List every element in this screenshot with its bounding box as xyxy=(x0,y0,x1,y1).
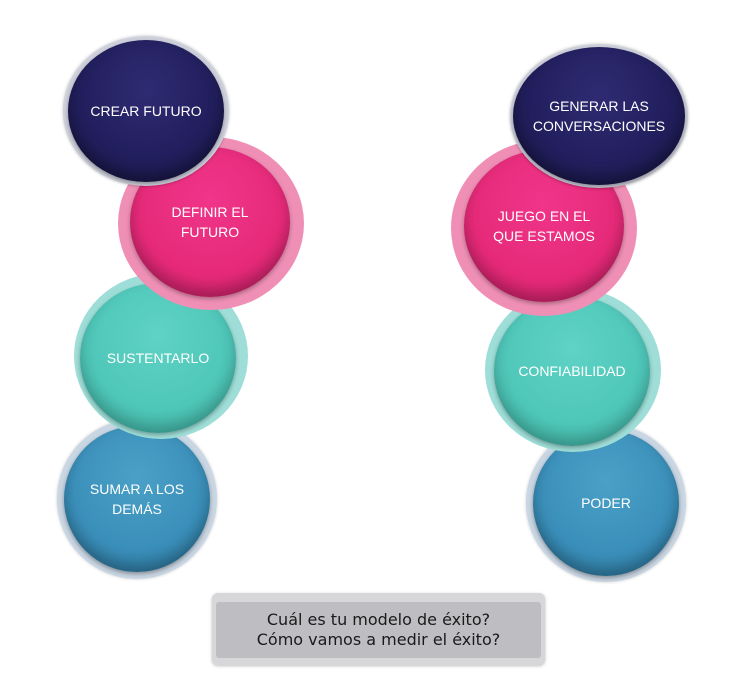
sustentarlo-label: SUSTENTARLO xyxy=(106,350,210,366)
question-measure: Cómo vamos a medir el éxito? xyxy=(256,630,501,649)
generar-label-line1: GENERAR LAS xyxy=(549,98,649,114)
definir-label-line1: DEFINIR EL xyxy=(171,204,249,220)
confiabilidad-label: CONFIABILIDAD xyxy=(518,363,626,379)
circle-core: SUMAR A LOS DEMÁS xyxy=(64,426,210,572)
question-model: Cuál es tu modelo de éxito? xyxy=(266,610,491,629)
questions-box: Cuál es tu modelo de éxito? Cómo vamos a… xyxy=(212,593,545,665)
questions-panel: Cuál es tu modelo de éxito? Cómo vamos a… xyxy=(216,602,541,658)
generar-label-line2: CONVERSACIONES xyxy=(532,118,666,134)
sumar-label-line1: SUMAR A LOS xyxy=(89,481,185,497)
circle-core: CONFIABILIDAD xyxy=(494,296,650,446)
poder-label: PODER xyxy=(581,495,631,511)
circle-core: CREAR FUTURO xyxy=(68,40,224,182)
circle-core: GENERAR LAS CONVERSACIONES xyxy=(513,47,685,185)
definir-label-line2: FUTURO xyxy=(180,224,240,240)
juego-label-line1: JUEGO EN EL xyxy=(497,208,591,224)
circle-core: PODER xyxy=(533,430,679,576)
sumar-label-line2: DEMÁS xyxy=(112,501,162,517)
crear-futuro-label: CREAR FUTURO xyxy=(90,103,202,119)
juego-label-line2: QUE ESTAMOS xyxy=(493,228,595,244)
